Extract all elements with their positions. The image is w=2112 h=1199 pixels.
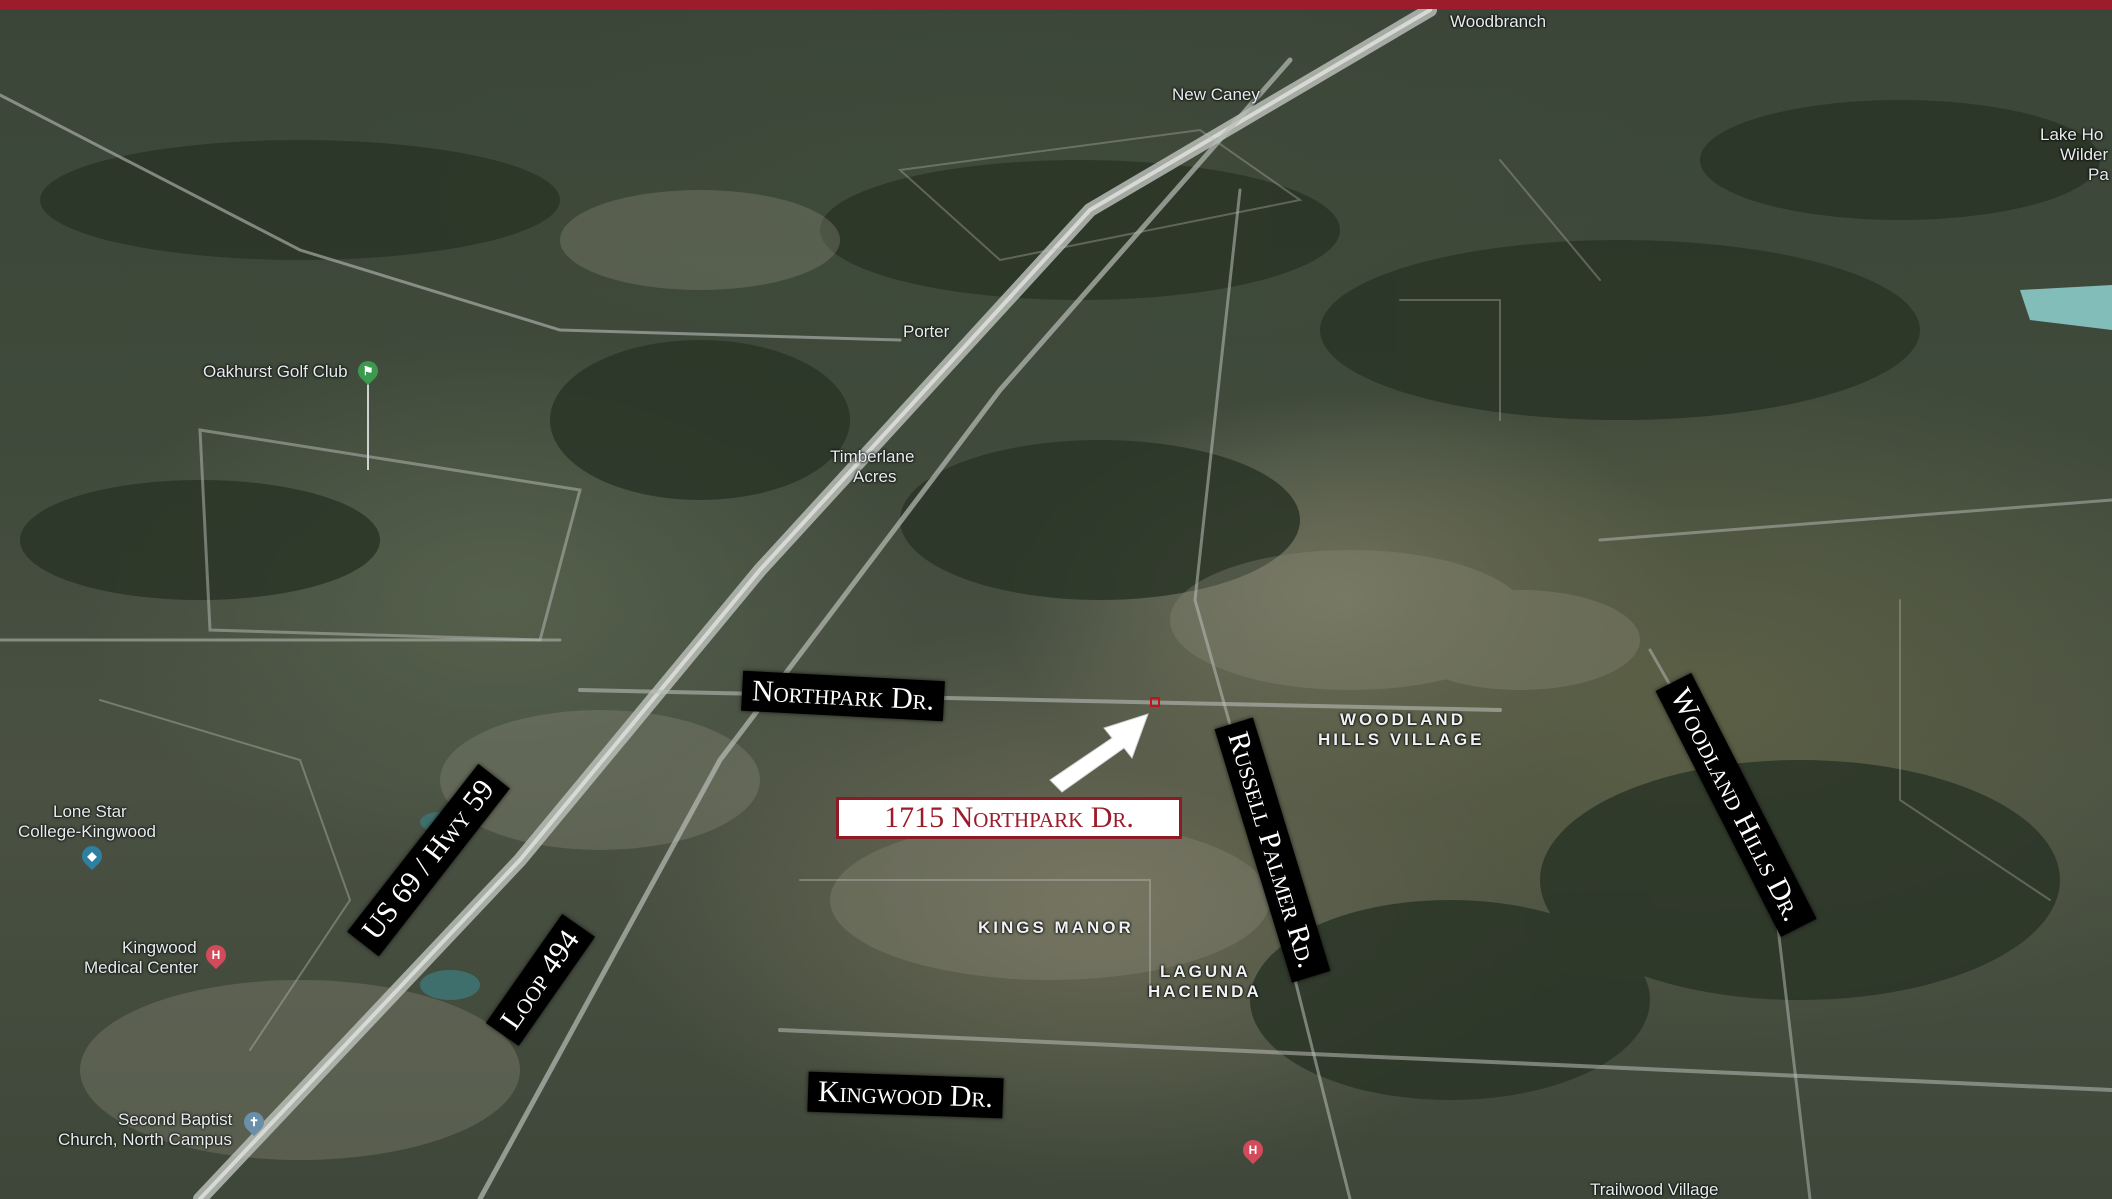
place-label-laguna-line2: HACIENDA — [1148, 982, 1262, 1001]
property-address-callout[interactable]: 1715 Northpark Dr. — [836, 797, 1182, 839]
hospital-icon-south[interactable]: H — [1238, 1135, 1268, 1165]
place-label-kingwood-medical-line1: Kingwood — [122, 938, 197, 957]
place-label-kings-manor: KINGS MANOR — [978, 918, 1134, 937]
place-label-timberlane-line2: Acres — [853, 467, 897, 486]
place-label-lake-houston-line1: Lake Ho — [2040, 125, 2104, 144]
place-label-woodland-hills-village-line1: WOODLAND — [1340, 710, 1466, 729]
place-label-porter: Porter — [903, 322, 950, 341]
church-icon[interactable]: ✝ — [239, 1107, 269, 1137]
place-label-laguna-line1: LAGUNA — [1160, 962, 1251, 981]
place-label-lone-star-line1: Lone Star — [53, 802, 127, 821]
golf-flag-icon[interactable]: ⚑ — [353, 356, 383, 386]
place-label-trailwood-village: Trailwood Village — [1590, 1180, 1719, 1199]
school-icon[interactable]: ◆ — [77, 841, 107, 871]
place-label-woodland-hills-village-line2: HILLS VILLAGE — [1318, 730, 1485, 749]
place-label-lone-star-line2: College-Kingwood — [18, 822, 156, 841]
place-label-lake-houston-line3: Pa — [2088, 165, 2109, 184]
place-label-kingwood-medical-line2: Medical Center — [84, 958, 199, 977]
road-label-kingwood-dr: Kingwood Dr. — [807, 1071, 1004, 1119]
place-label-new-caney: New Caney — [1172, 85, 1260, 104]
top-accent-bar — [0, 0, 2112, 9]
place-label-second-baptist-line1: Second Baptist — [118, 1110, 233, 1129]
hospital-icon[interactable]: H — [201, 940, 231, 970]
property-site-marker[interactable] — [1150, 697, 1160, 707]
place-label-woodbranch: Woodbranch — [1450, 12, 1547, 31]
place-label-oakhurst-golf-club: Oakhurst Golf Club — [203, 362, 348, 381]
place-label-lake-houston-line2: Wilder — [2060, 145, 2109, 164]
place-label-second-baptist-line2: Church, North Campus — [58, 1130, 232, 1149]
arrow-icon — [1049, 713, 1149, 793]
place-label-timberlane-line1: Timberlane — [830, 447, 915, 466]
